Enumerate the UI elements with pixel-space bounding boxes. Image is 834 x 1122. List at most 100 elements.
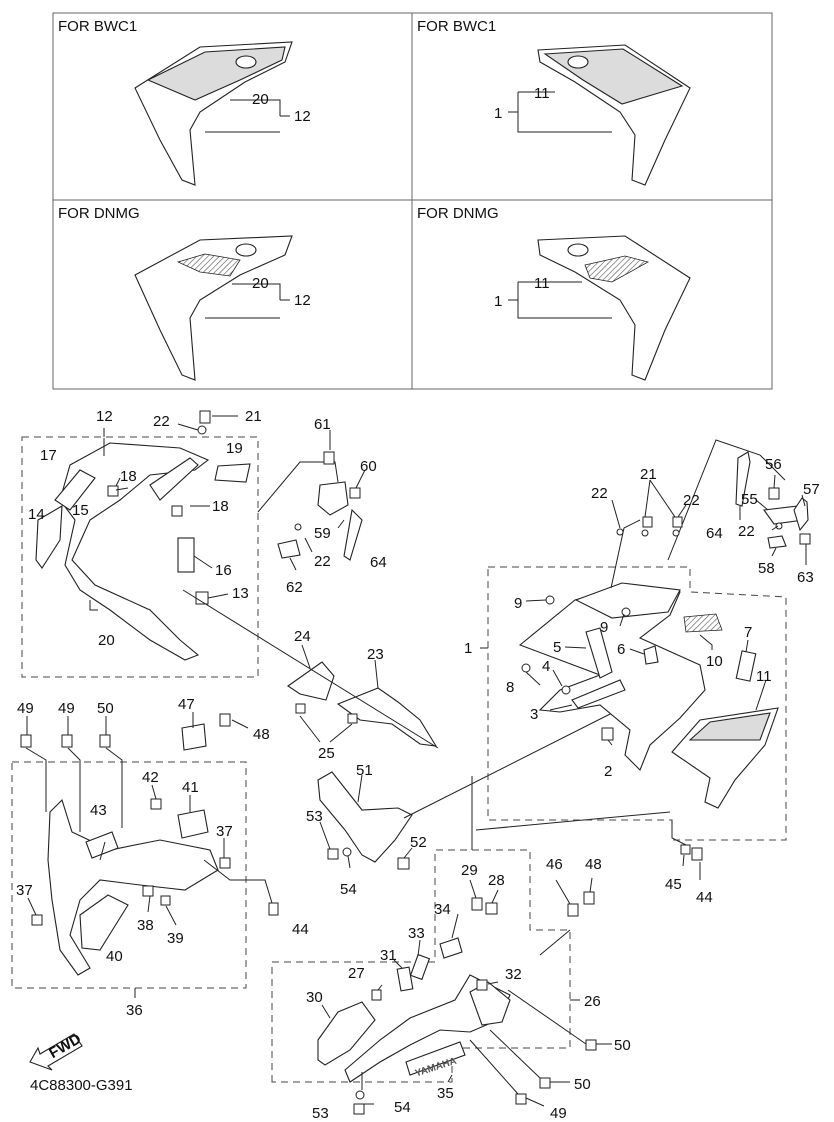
nut-37a: [31, 914, 43, 926]
group-59-64-brackets: 61 60 59 22 64 62: [257, 416, 387, 596]
callout-50: 50: [97, 700, 114, 717]
rod-64b: [735, 451, 751, 507]
grommet-42: [150, 798, 162, 810]
callout-13: 13: [232, 585, 249, 602]
stay-57: [793, 497, 809, 532]
group-box-36: [11, 761, 247, 989]
clip-27: [371, 989, 382, 1001]
bolt-61: [323, 451, 335, 465]
panel-43: [85, 831, 119, 859]
callout-14: 14: [28, 506, 45, 523]
callout-19: 19: [226, 440, 243, 457]
callout-43: 43: [90, 802, 107, 819]
callout-33: 33: [408, 925, 425, 942]
pad-34: [439, 937, 463, 959]
group-box-1: [487, 566, 787, 841]
screw-18: [107, 485, 119, 497]
callout-3: 3: [530, 706, 538, 723]
side-cowling-part: [537, 235, 691, 381]
group-51-54: 51 53 52 54: [306, 762, 427, 898]
callout-53: 53: [312, 1105, 329, 1122]
emblem-35: [405, 1041, 466, 1076]
callout-1: 1: [494, 105, 502, 122]
screw-9a: [545, 595, 555, 605]
variant-grid: FOR BWC1 20 12 FOR BWC1 11 1 FOR DNMG 20: [52, 12, 773, 390]
callout-59: 59: [314, 525, 331, 542]
bolt-25a: [295, 703, 306, 714]
callout-9: 9: [600, 619, 608, 636]
callout-40: 40: [106, 948, 123, 965]
washer-22: [294, 523, 302, 531]
panel-header: FOR BWC1: [58, 18, 137, 35]
grommet-hole: [235, 55, 257, 69]
callout-28: 28: [488, 872, 505, 889]
callout-60: 60: [360, 458, 377, 475]
callout-48: 48: [253, 726, 270, 743]
callout-49: 49: [550, 1105, 567, 1122]
diagram-code: 4C88300-G391: [30, 1077, 133, 1094]
group-26-under-cowl: YAMAHA 29 28 46 48 34 33 31 32 27 26 30 …: [271, 849, 631, 1122]
callout-34: 34: [434, 901, 451, 918]
bracket-17: [54, 469, 96, 511]
strip-5: [585, 627, 613, 679]
sticker-10: [683, 613, 723, 633]
panel-bwc1-cowl-1: FOR BWC1 11 1: [417, 18, 691, 186]
leader-lines: [205, 283, 290, 319]
clip-62: [277, 539, 301, 559]
callout-31: 31: [380, 947, 397, 964]
bracket-24: [287, 661, 335, 701]
callout-20: 20: [98, 632, 115, 649]
washer-54b: [355, 1090, 365, 1100]
callout-11: 11: [756, 668, 772, 685]
collar-29: [471, 897, 483, 911]
callout-32: 32: [505, 966, 522, 983]
callout-29: 29: [461, 862, 478, 879]
callout-54: 54: [394, 1099, 411, 1116]
washer-22b: [641, 529, 649, 537]
callout-42: 42: [142, 769, 159, 786]
callout-22: 22: [683, 492, 700, 509]
nut-32: [476, 979, 488, 991]
callout-27: 27: [348, 965, 365, 982]
bracket-47: [181, 723, 207, 751]
panel-bwc1-cowl-12: FOR BWC1 20 12: [58, 18, 311, 186]
callout-2: 2: [604, 763, 612, 780]
stay-3: [571, 679, 626, 709]
callout-10: 10: [706, 653, 723, 670]
bolt-50: [99, 734, 111, 748]
callout-1: 1: [494, 293, 502, 310]
group-23-25: 24 23 25: [287, 628, 438, 762]
washer-45: [680, 844, 691, 855]
clip-39: [160, 895, 171, 906]
callout-4: 4: [542, 658, 550, 675]
leader-lines: [205, 99, 290, 133]
fwd-arrow-icon: [29, 1033, 83, 1071]
nut-63: [799, 533, 811, 545]
callout-24: 24: [294, 628, 311, 645]
group-1-side-cowling: 9 9 5 6 7 1 10 4 8 11 3 2 45 44: [464, 566, 787, 906]
callout-20: 20: [252, 91, 269, 108]
bolt-50b: [585, 1039, 597, 1051]
bolt-48b: [583, 891, 595, 905]
nut-37b: [219, 857, 231, 869]
bolt-49a: [20, 734, 32, 748]
callout-53: 53: [306, 808, 323, 825]
panel-40: [79, 894, 129, 951]
panel-header: FOR DNMG: [58, 205, 140, 222]
callout-23: 23: [367, 646, 384, 663]
washer-22a: [616, 528, 624, 536]
bolt-53b: [353, 1103, 365, 1115]
bolt-25b: [347, 713, 358, 724]
clip-6: [643, 645, 659, 665]
callout-1: 1: [464, 640, 472, 657]
connector-lines: [182, 589, 671, 850]
callout-62: 62: [286, 579, 303, 596]
bolt-44: [691, 847, 703, 861]
callout-21: 21: [640, 466, 657, 483]
callout-56: 56: [765, 456, 782, 473]
sticker-19: [214, 463, 251, 483]
pad-31: [396, 966, 414, 992]
callout-52: 52: [410, 834, 427, 851]
callout-25: 25: [318, 745, 335, 762]
bolt-53: [327, 848, 339, 860]
